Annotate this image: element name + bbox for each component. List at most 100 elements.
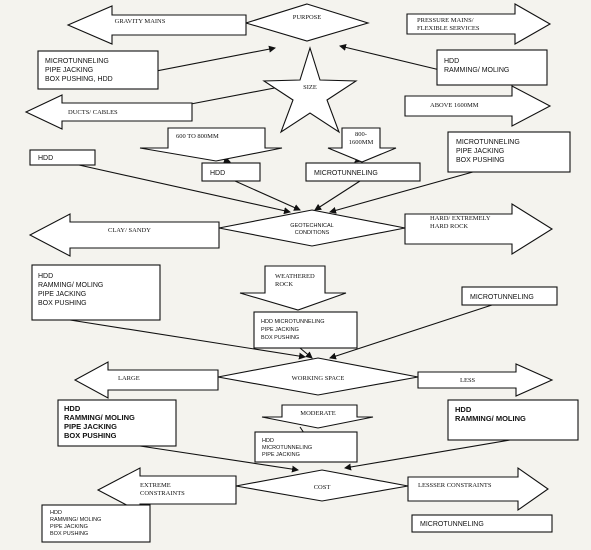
gravity-method-3: BOX PUSHING, HDD bbox=[45, 76, 113, 83]
connector bbox=[329, 303, 496, 360]
large-method-1: HDD bbox=[64, 404, 81, 413]
moderate-label: MODERATE bbox=[300, 410, 335, 417]
size-800-1600-line2: 1600MM bbox=[349, 139, 374, 146]
hard-rock-line2: HARD ROCK bbox=[430, 223, 468, 230]
extreme-method-2: RAMMING/ MOLING bbox=[50, 517, 101, 523]
weathered-rock-arrow: WEATHERED ROCK bbox=[239, 265, 347, 311]
pressure-method-2: RAMMING/ MOLING bbox=[444, 67, 509, 74]
weathered-method-3: BOX PUSHING bbox=[261, 335, 299, 341]
weathered-method-2: PIPE JACKING bbox=[261, 327, 299, 333]
lesser-methods-box: MICROTUNNELING bbox=[411, 514, 553, 533]
above-1600-arrow: ABOVE 1600MM bbox=[404, 85, 552, 127]
connector bbox=[339, 43, 441, 71]
pressure-methods-box: HDD RAMMING/ MOLING bbox=[436, 49, 548, 86]
hard-rock-methods-box: MICROTUNNELING bbox=[461, 286, 558, 306]
extreme-constraints-arrow: EXTREME CONSTRAINTS bbox=[96, 467, 237, 513]
geotech-line2: CONDITIONS bbox=[295, 230, 330, 236]
large-method-3: PIPE JACKING bbox=[64, 422, 117, 431]
cost-label: COST bbox=[314, 484, 331, 491]
extreme-method-4: BOX PUSHING bbox=[50, 531, 88, 537]
extreme-method-3: PIPE JACKING bbox=[50, 524, 88, 530]
extreme-method-1: HDD bbox=[50, 510, 62, 516]
moderate-method-2: MICROTUNNELING bbox=[262, 445, 312, 451]
size-star: SIZE bbox=[262, 46, 358, 134]
purpose-label: PURPOSE bbox=[293, 14, 322, 21]
less-label: LESS bbox=[460, 377, 476, 384]
hdd-ducts-label: HDD bbox=[38, 155, 53, 162]
gravity-mains-arrow: GRAVITY MAINS bbox=[66, 5, 247, 45]
gravity-mains-label: GRAVITY MAINS bbox=[115, 18, 166, 25]
clay-method-4: BOX PUSHING bbox=[38, 300, 87, 307]
pressure-mains-arrow: PRESSURE MAINS/ FLEXIBLE SERVICES bbox=[406, 3, 552, 45]
above-method-1: MICROTUNNELING bbox=[456, 139, 520, 146]
size-800-1600-arrow: 800- 1600MM bbox=[327, 127, 397, 163]
hard-rock-line1: HARD/ EXTREMELY bbox=[430, 215, 491, 222]
less-method-2: RAMMING/ MOLING bbox=[455, 414, 526, 423]
size-600-800-arrow: 600 TO 800MM bbox=[139, 127, 283, 162]
microtunneling-800-box: MICROTUNNELING bbox=[305, 162, 421, 182]
connector bbox=[69, 319, 306, 360]
clay-method-2: RAMMING/ MOLING bbox=[38, 282, 103, 289]
hdd-ducts-box: HDD bbox=[29, 149, 96, 166]
large-methods-box: HDD RAMMING/ MOLING PIPE JACKING BOX PUS… bbox=[57, 399, 177, 447]
connector bbox=[69, 162, 291, 215]
working-space-diamond: WORKING SPACE bbox=[217, 357, 419, 396]
above-method-3: BOX PUSHING bbox=[456, 157, 505, 164]
purpose-diamond: PURPOSE bbox=[244, 3, 370, 42]
connector bbox=[139, 445, 299, 473]
moderate-method-3: PIPE JACKING bbox=[262, 452, 300, 458]
less-method-1: HDD bbox=[455, 405, 472, 414]
connector bbox=[234, 180, 301, 211]
large-arrow: LARGE bbox=[73, 361, 219, 399]
pressure-method-1: HDD bbox=[444, 58, 459, 65]
hdd-600-box: HDD bbox=[201, 162, 261, 182]
clay-sandy-label: CLAY/ SANDY bbox=[108, 227, 151, 234]
size-600-800-label: 600 TO 800MM bbox=[176, 133, 219, 140]
large-method-4: BOX PUSHING bbox=[64, 431, 117, 440]
weathered-line1: WEATHERED bbox=[275, 273, 315, 280]
microtunneling-800-label: MICROTUNNELING bbox=[314, 170, 378, 177]
gravity-methods-box: MICROTUNNELING PIPE JACKING BOX PUSHING,… bbox=[37, 50, 159, 90]
weathered-method-1: HDD MICROTUNNELING bbox=[261, 319, 325, 325]
lesser-constraints-arrow: LESSSER CONSTRAINTS bbox=[407, 466, 549, 512]
connector bbox=[329, 169, 481, 214]
large-label: LARGE bbox=[118, 375, 140, 382]
extreme-line1: EXTREME bbox=[140, 482, 171, 489]
large-method-2: RAMMING/ MOLING bbox=[64, 413, 135, 422]
weathered-line2: ROCK bbox=[275, 281, 293, 288]
geotechnical-diamond: GEOTECHNICAL CONDITIONS bbox=[218, 209, 406, 247]
above-method-2: PIPE JACKING bbox=[456, 148, 504, 155]
less-arrow: LESS bbox=[417, 363, 554, 397]
lesser-method: MICROTUNNELING bbox=[420, 521, 484, 528]
connector bbox=[344, 439, 511, 471]
pressure-mains-line1: PRESSURE MAINS/ bbox=[417, 17, 474, 24]
extreme-methods-box: HDD RAMMING/ MOLING PIPE JACKING BOX PUS… bbox=[41, 504, 151, 543]
hdd-600-label: HDD bbox=[210, 170, 225, 177]
ducts-cables-arrow: DUCTS/ CABLES bbox=[24, 94, 193, 130]
weathered-methods-box: HDD MICROTUNNELING PIPE JACKING BOX PUSH… bbox=[253, 311, 358, 349]
above-1600-label: ABOVE 1600MM bbox=[430, 102, 479, 109]
clay-method-1: HDD bbox=[38, 273, 53, 280]
pressure-mains-line2: FLEXIBLE SERVICES bbox=[417, 25, 480, 32]
clay-methods-box: HDD RAMMING/ MOLING PIPE JACKING BOX PUS… bbox=[31, 264, 161, 321]
size-label: SIZE bbox=[303, 84, 317, 91]
moderate-arrow: MODERATE bbox=[261, 404, 374, 429]
clay-method-3: PIPE JACKING bbox=[38, 291, 86, 298]
geotech-line1: GEOTECHNICAL bbox=[290, 223, 333, 229]
less-methods-box: HDD RAMMING/ MOLING bbox=[447, 399, 579, 441]
moderate-methods-box: HDD MICROTUNNELING PIPE JACKING bbox=[254, 431, 358, 463]
connector bbox=[314, 180, 361, 211]
clay-sandy-arrow: CLAY/ SANDY bbox=[28, 213, 220, 257]
hard-rock-method: MICROTUNNELING bbox=[470, 294, 534, 301]
ducts-cables-label: DUCTS/ CABLES bbox=[68, 109, 118, 116]
cost-diamond: COST bbox=[235, 469, 409, 502]
lesser-constraints-label: LESSSER CONSTRAINTS bbox=[418, 482, 492, 489]
extreme-line2: CONSTRAINTS bbox=[140, 490, 185, 497]
hard-rock-arrow: HARD/ EXTREMELY HARD ROCK bbox=[404, 203, 554, 255]
size-800-1600-line1: 800- bbox=[355, 131, 367, 138]
moderate-method-1: HDD bbox=[262, 438, 274, 444]
connector bbox=[299, 347, 313, 359]
above-1600-methods-box: MICROTUNNELING PIPE JACKING BOX PUSHING bbox=[447, 131, 571, 173]
working-space-label: WORKING SPACE bbox=[292, 375, 345, 382]
